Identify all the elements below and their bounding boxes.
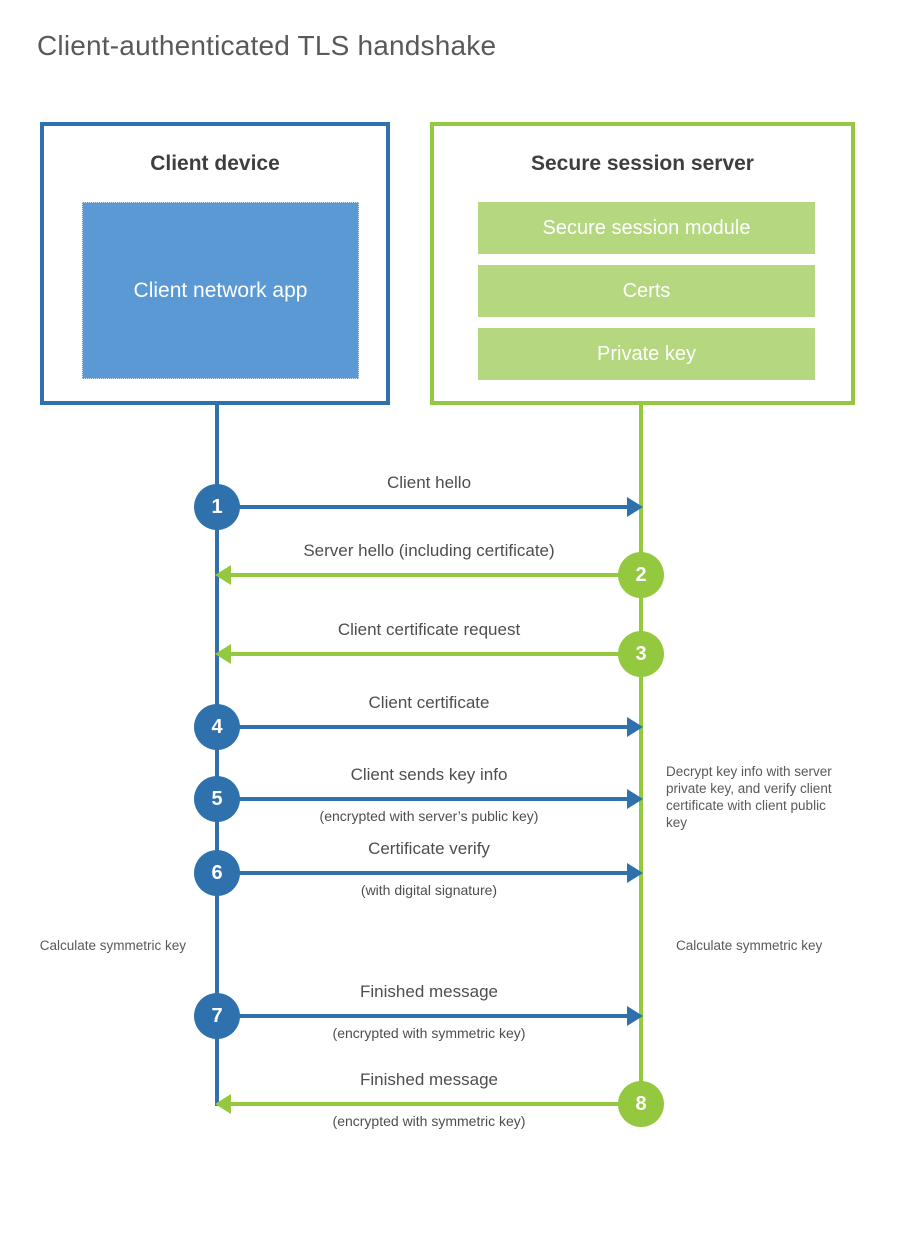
arrow-left-icon bbox=[215, 644, 231, 664]
server-module-private-key: Private key bbox=[478, 328, 815, 380]
server-module-secure-session: Secure session module bbox=[478, 202, 815, 254]
client-lifeline bbox=[215, 403, 219, 1106]
arrow-right-icon bbox=[627, 497, 643, 517]
arrow-right-icon bbox=[627, 863, 643, 883]
step-label: Client certificate request bbox=[337, 620, 521, 639]
step-label: Client hello bbox=[386, 473, 472, 492]
step-sublabel: (encrypted with symmetric key) bbox=[332, 1025, 526, 1041]
step-badge: 7 bbox=[194, 993, 240, 1039]
arrow-line bbox=[217, 725, 631, 729]
arrow-line bbox=[217, 505, 631, 509]
server-title: Secure session server bbox=[531, 152, 754, 175]
client-device-box: Client device Client network app bbox=[40, 122, 390, 405]
step-label: Certificate verify bbox=[368, 839, 490, 858]
note-decrypt-key-info: Decrypt key info with server private key… bbox=[666, 764, 832, 830]
step-badge: 8 bbox=[618, 1081, 664, 1127]
server-box: Secure session server Secure session mod… bbox=[430, 122, 855, 405]
arrow-right-icon bbox=[627, 717, 643, 737]
note-calculate-symmetric-key-client: Calculate symmetric key bbox=[39, 938, 186, 953]
arrow-line bbox=[227, 652, 641, 656]
step-label: Finished message bbox=[360, 982, 498, 1001]
step-label: Client sends key info bbox=[350, 765, 508, 784]
step-badge: 2 bbox=[618, 552, 664, 598]
arrow-left-icon bbox=[215, 1094, 231, 1114]
arrow-line bbox=[217, 871, 631, 875]
step-label: Server hello (including certificate) bbox=[303, 541, 555, 560]
server-lifeline bbox=[639, 403, 643, 1106]
client-network-app-box: Client network app bbox=[82, 202, 359, 379]
server-module-certs: Certs bbox=[478, 265, 815, 317]
step-badge: 5 bbox=[194, 776, 240, 822]
arrow-right-icon bbox=[627, 789, 643, 809]
arrow-line bbox=[227, 573, 641, 577]
client-device-title: Client device bbox=[150, 152, 280, 175]
step-sublabel: (with digital signature) bbox=[360, 882, 498, 898]
step-sublabel: (encrypted with server’s public key) bbox=[319, 808, 539, 824]
arrow-line bbox=[217, 797, 631, 801]
arrow-left-icon bbox=[215, 565, 231, 585]
client-network-app-label: Client network app bbox=[133, 278, 308, 302]
step-sublabel: (encrypted with symmetric key) bbox=[332, 1113, 526, 1129]
note-calculate-symmetric-key-server: Calculate symmetric key bbox=[676, 938, 823, 953]
step-label: Client certificate bbox=[368, 693, 490, 712]
step-badge: 6 bbox=[194, 850, 240, 896]
step-badge: 3 bbox=[618, 631, 664, 677]
step-badge: 1 bbox=[194, 484, 240, 530]
page-title: Client-authenticated TLS handshake bbox=[37, 30, 497, 61]
arrow-right-icon bbox=[627, 1006, 643, 1026]
arrow-line bbox=[227, 1102, 641, 1106]
arrow-line bbox=[217, 1014, 631, 1018]
step-badge: 4 bbox=[194, 704, 240, 750]
step-label: Finished message bbox=[360, 1070, 498, 1089]
